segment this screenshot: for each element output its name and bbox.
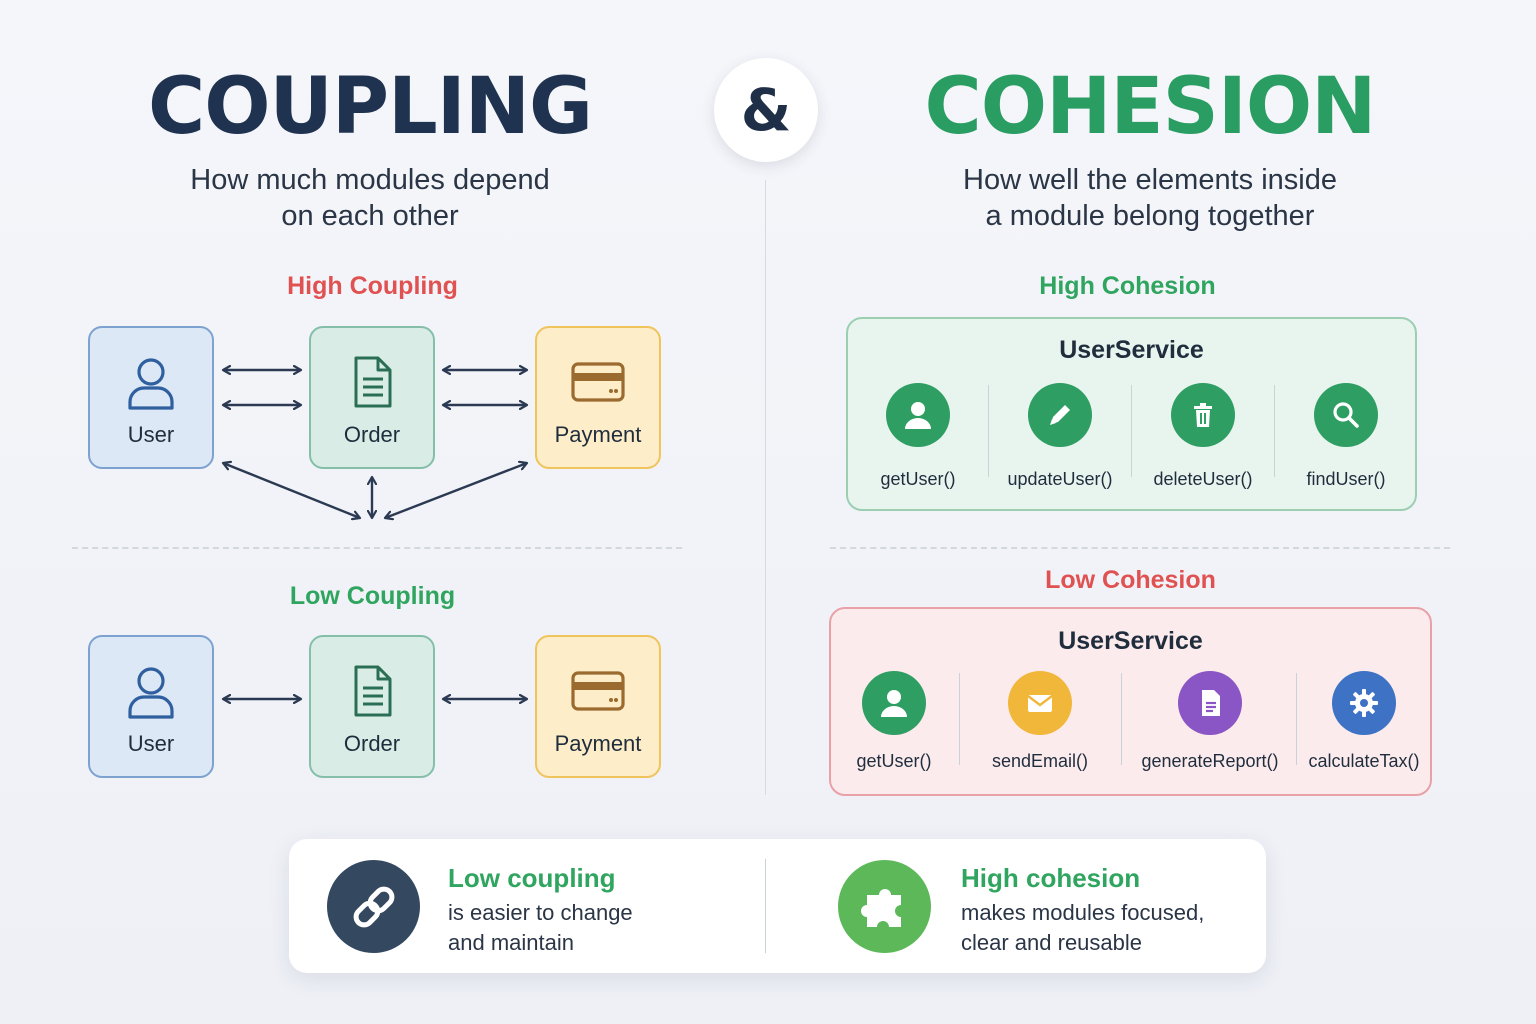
module-label-payment: Payment	[554, 731, 642, 756]
method-label: sendEmail()	[991, 751, 1089, 771]
low-cohesion-service-box: UserService getUser() sendEmail() genera…	[829, 607, 1432, 796]
method-label: deleteUser()	[1153, 469, 1253, 489]
module-label-payment: Payment	[554, 422, 642, 447]
method-sendemail: sendEmail()	[970, 671, 1110, 772]
method-label: calculateTax()	[1308, 751, 1420, 771]
method-calculatetax: calculateTax()	[1294, 671, 1434, 772]
user-icon	[128, 667, 174, 719]
method-label: getUser()	[880, 469, 956, 489]
document-icon	[354, 665, 392, 717]
module-label-user: User	[127, 422, 175, 447]
summary-left-text: is easier to change and maintain	[448, 898, 633, 958]
low-coupling-arrows	[0, 670, 680, 730]
low-cohesion-label: Low Cohesion	[1045, 566, 1216, 594]
coupling-subtitle-line2: on each other	[281, 200, 459, 232]
method-divider	[959, 673, 960, 765]
cohesion-subtitle: How well the elements inside a module be…	[880, 162, 1420, 234]
module-label-order: Order	[343, 422, 401, 447]
summary-left-line1: is easier to change	[448, 900, 633, 925]
user-icon	[886, 383, 950, 447]
method-deleteuser: deleteUser()	[1133, 383, 1273, 490]
puzzle-icon	[838, 860, 931, 953]
summary-right-title: High cohesion	[961, 863, 1141, 893]
low-cohesion-service-name: UserService	[1058, 627, 1203, 655]
method-label: findUser()	[1306, 469, 1386, 489]
gear-icon	[1332, 671, 1396, 735]
high-coupling-arrows	[0, 300, 680, 560]
high-coupling-payment-module: Payment	[535, 326, 661, 469]
high-cohesion-service-box: UserService getUser() updateUser() delet…	[846, 317, 1417, 511]
method-label: updateUser()	[1007, 469, 1113, 489]
trash-icon	[1171, 383, 1235, 447]
user-icon	[862, 671, 926, 735]
pencil-icon	[1028, 383, 1092, 447]
arrow-user-down	[223, 463, 360, 518]
method-getuser: getUser()	[848, 383, 988, 490]
method-divider	[1121, 673, 1122, 765]
module-label-user: User	[127, 731, 175, 756]
low-coupling-order-module: Order	[309, 635, 435, 778]
cohesion-subtitle-line1: How well the elements inside	[963, 164, 1337, 196]
low-coupling-label: Low Coupling	[289, 582, 456, 610]
summary-divider	[765, 859, 766, 953]
coupling-subtitle: How much modules depend on each other	[120, 162, 620, 234]
coupling-title: COUPLING	[147, 62, 593, 152]
method-divider	[1274, 385, 1275, 477]
method-label: generateReport()	[1141, 751, 1279, 771]
center-divider	[765, 180, 766, 795]
arrow-payment-down	[385, 463, 527, 518]
low-coupling-payment-module: Payment	[535, 635, 661, 778]
summary-right-text: makes modules focused, clear and reusabl…	[961, 898, 1204, 958]
coupling-subtitle-line1: How much modules depend	[190, 164, 550, 196]
mail-icon	[1008, 671, 1072, 735]
method-generatereport: generateReport()	[1140, 671, 1280, 772]
summary-right-line2: clear and reusable	[961, 930, 1143, 955]
high-cohesion-label: High Cohesion	[1039, 272, 1216, 300]
method-finduser: findUser()	[1276, 383, 1416, 490]
method-label: getUser()	[856, 751, 932, 771]
search-icon	[1314, 383, 1378, 447]
summary-card: Low coupling is easier to change and mai…	[289, 839, 1266, 973]
summary-left-line2: and maintain	[448, 930, 574, 955]
method-divider	[988, 385, 989, 477]
summary-left-title: Low coupling	[448, 863, 616, 893]
credit-card-icon	[571, 362, 625, 402]
high-coupling-label: High Coupling	[287, 272, 458, 300]
cohesion-section-divider	[830, 547, 1450, 549]
high-coupling-user-module: User	[88, 326, 214, 469]
cohesion-subtitle-line2: a module belong together	[985, 200, 1315, 232]
ampersand-badge: &	[714, 58, 818, 162]
summary-right-line1: makes modules focused,	[961, 900, 1205, 925]
high-coupling-order-module: Order	[309, 326, 435, 469]
document-icon	[1178, 671, 1242, 735]
low-coupling-user-module: User	[88, 635, 214, 778]
module-label-order: Order	[343, 731, 401, 756]
method-getuser: getUser()	[824, 671, 964, 772]
method-divider	[1296, 673, 1297, 765]
method-updateuser: updateUser()	[990, 383, 1130, 490]
method-divider	[1131, 385, 1132, 477]
link-icon	[327, 860, 420, 953]
credit-card-icon	[571, 671, 625, 711]
cohesion-title: COHESION	[924, 62, 1377, 152]
high-cohesion-service-name: UserService	[1059, 336, 1204, 364]
coupling-section-divider	[72, 547, 682, 549]
document-icon	[354, 356, 392, 408]
user-icon	[128, 358, 174, 410]
